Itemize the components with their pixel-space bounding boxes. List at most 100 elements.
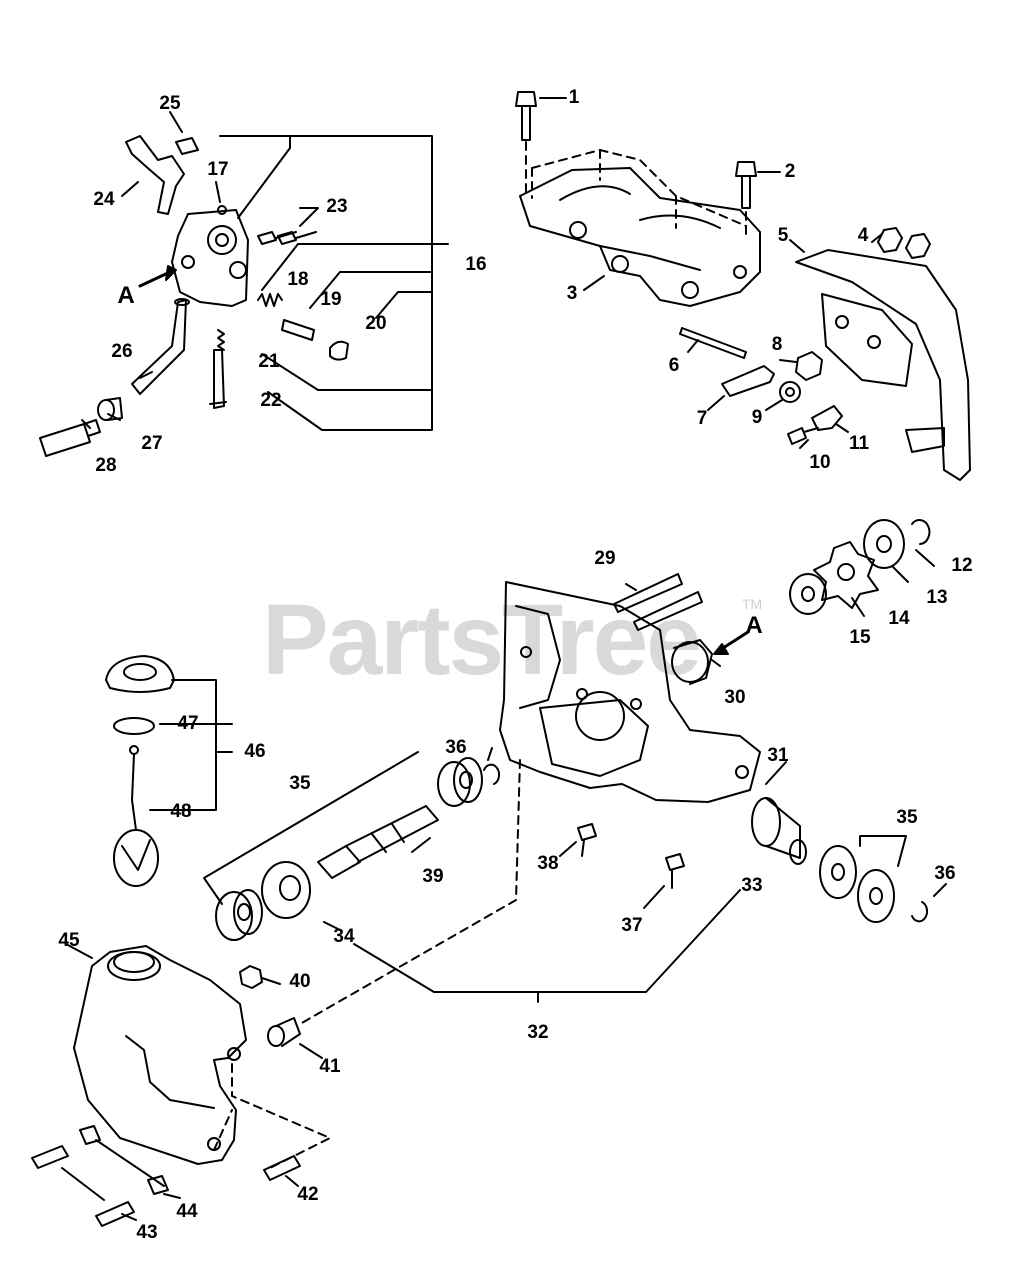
callout-7: 7 <box>696 408 708 429</box>
part-4-nuts <box>877 227 931 259</box>
part-11-clip <box>811 405 843 431</box>
watermark-trademark: TM <box>742 596 763 612</box>
callout-16: 16 <box>465 254 487 275</box>
part-34-gear <box>261 861 311 919</box>
part-46-oil-cap <box>105 655 175 693</box>
part-28-filter <box>39 419 101 457</box>
part-44-spacers <box>31 1125 169 1195</box>
callout-44: 44 <box>176 1201 198 1222</box>
callout-19: 19 <box>320 289 342 310</box>
callout-43: 43 <box>136 1222 158 1243</box>
part-37-screw <box>665 853 685 889</box>
part-7-shaft <box>721 365 775 397</box>
part-29-studs <box>613 573 703 631</box>
part-43-screw <box>95 1201 135 1227</box>
callout-4: 4 <box>857 225 869 246</box>
callout-22: 22 <box>260 390 282 411</box>
part-30-bushing <box>671 639 713 685</box>
callout-35-right: 35 <box>896 807 918 828</box>
callout-41: 41 <box>319 1056 341 1077</box>
part-18-spring <box>257 293 283 307</box>
part-39-shaft <box>317 805 439 879</box>
callout-11: 11 <box>848 433 870 454</box>
callout-46: 46 <box>244 741 266 762</box>
part-2-bolt <box>735 161 757 209</box>
callout-24: 24 <box>93 189 115 210</box>
callout-48: 48 <box>170 801 192 822</box>
part-36-circlip-right <box>911 901 929 923</box>
part-21-spring <box>217 329 225 351</box>
part-45-handle <box>73 945 247 1165</box>
part-15-washer <box>789 573 827 615</box>
callout-15: 15 <box>849 627 871 648</box>
part-13-washer <box>863 519 905 569</box>
part-42-screw <box>263 1155 301 1181</box>
callout-23: 23 <box>326 196 348 217</box>
callout-10: 10 <box>809 452 831 473</box>
part-40-plug <box>239 965 263 989</box>
callout-38: 38 <box>537 853 559 874</box>
callout-47: 47 <box>177 713 199 734</box>
callout-18: 18 <box>287 269 309 290</box>
part-3-gear-cover <box>519 167 761 307</box>
callout-8: 8 <box>771 334 783 355</box>
callout-28: 28 <box>95 455 117 476</box>
part-27-grommet <box>97 397 123 421</box>
callout-34: 34 <box>333 926 355 947</box>
part-35-bearing-upper <box>437 757 483 807</box>
part-31-gear-case <box>499 581 761 803</box>
callout-31: 31 <box>767 745 789 766</box>
callout-39: 39 <box>422 866 444 887</box>
part-24-bracket <box>125 135 185 215</box>
part-8-nut <box>795 351 823 381</box>
callout-33: 33 <box>741 875 763 896</box>
part-1-bolt <box>515 91 537 141</box>
callout-13: 13 <box>926 587 948 608</box>
callout-14: 14 <box>888 608 910 629</box>
callout-2: 2 <box>784 161 796 182</box>
callout-30: 30 <box>724 687 746 708</box>
part-35-bearing-lower <box>215 889 263 941</box>
callout-45: 45 <box>58 930 80 951</box>
callout-26: 26 <box>111 341 133 362</box>
part-12-circlip <box>911 519 931 545</box>
callout-9: 9 <box>751 407 763 428</box>
callout-29: 29 <box>594 548 616 569</box>
callout-42: 42 <box>297 1184 319 1205</box>
part-41-collar <box>267 1017 301 1047</box>
part-38-screw <box>577 823 597 857</box>
part-22-pin <box>209 349 227 409</box>
callout-35-upper: 35 <box>289 773 311 794</box>
callout-1: 1 <box>568 87 580 108</box>
part-14-sprocket <box>813 541 879 609</box>
part-25-connector <box>175 137 199 155</box>
callout-25: 25 <box>159 93 181 114</box>
callout-36-upper: 36 <box>445 737 467 758</box>
callout-a-right: A <box>745 612 763 639</box>
part-35-bearings-right <box>819 845 895 923</box>
part-23-screws <box>257 231 317 245</box>
callout-17: 17 <box>207 159 229 180</box>
callout-12: 12 <box>951 555 973 576</box>
callout-5: 5 <box>777 225 789 246</box>
part-17-small-ring <box>217 205 227 215</box>
part-6-pin <box>679 327 747 359</box>
part-48-strainer <box>113 745 159 887</box>
callout-21: 21 <box>258 351 280 372</box>
part-10-screw <box>787 427 819 445</box>
part-19-screw <box>281 319 315 341</box>
part-36-circlip-upper <box>483 763 501 785</box>
callout-40: 40 <box>289 971 311 992</box>
callout-37: 37 <box>621 915 643 936</box>
callout-36-right: 36 <box>934 863 956 884</box>
callout-3: 3 <box>566 283 578 304</box>
callout-20: 20 <box>365 313 387 334</box>
part-33-bevel-gear <box>751 797 807 865</box>
part-9-washer <box>779 381 801 403</box>
part-26-hose <box>131 298 190 395</box>
part-20-cap <box>329 340 349 361</box>
callout-6: 6 <box>668 355 680 376</box>
part-16-pump-body <box>171 209 249 307</box>
